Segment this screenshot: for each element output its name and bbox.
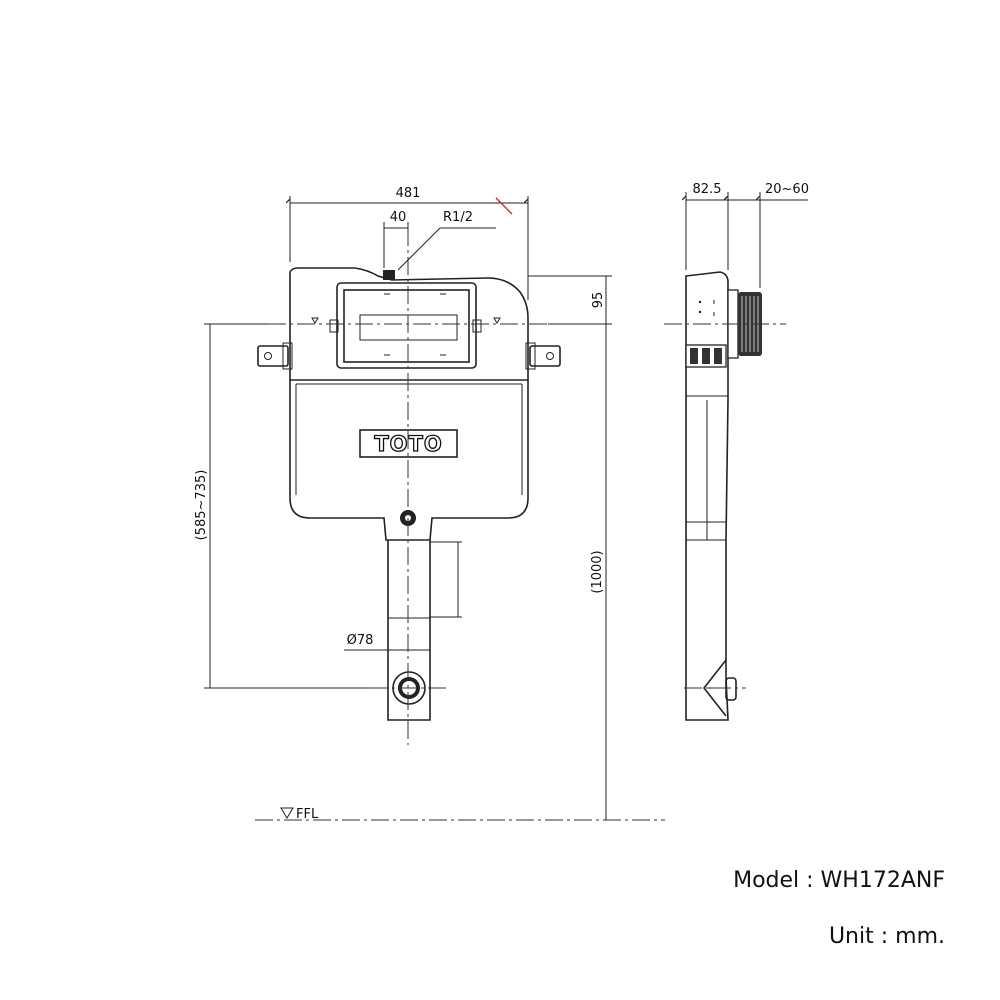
logo-plate (359, 429, 458, 458)
pipe-diameter-dim: Ø78 (347, 633, 374, 648)
unit-label: Unit : mm. (828, 924, 945, 949)
depth-dim: 82.5 (693, 182, 722, 197)
side-dimensions: 82.5 20~60 (686, 182, 809, 288)
side-outlet (725, 677, 737, 701)
cistern-frame (289, 267, 529, 381)
inlet-thread-label: R1/2 (443, 210, 473, 225)
total-height-dim: (1000) (590, 550, 605, 593)
front-view: TOTO (257, 228, 561, 745)
top-offset-dim: 95 (591, 292, 606, 309)
side-bracket (685, 344, 727, 368)
right-bracket (525, 342, 561, 370)
model-label: Model : WH172ANF (733, 868, 945, 893)
flush-pipe (387, 540, 431, 721)
access-window (336, 282, 477, 369)
inlet-offset-dim: 40 (390, 210, 407, 225)
wall-range-dim: 20~60 (765, 182, 809, 197)
front-dimensions: 481 40 R1/2 95 (585~735) (1000) Ø78 (194, 186, 665, 822)
floor-level-icon (280, 807, 294, 819)
width-dim: 481 (396, 186, 421, 201)
side-view (664, 271, 786, 721)
left-bracket (257, 342, 293, 370)
inlet-valve-icon (383, 270, 395, 280)
floor-label: FFL (296, 807, 319, 822)
side-elbow (702, 659, 727, 717)
adjust-range-dim: (585~735) (194, 470, 209, 541)
